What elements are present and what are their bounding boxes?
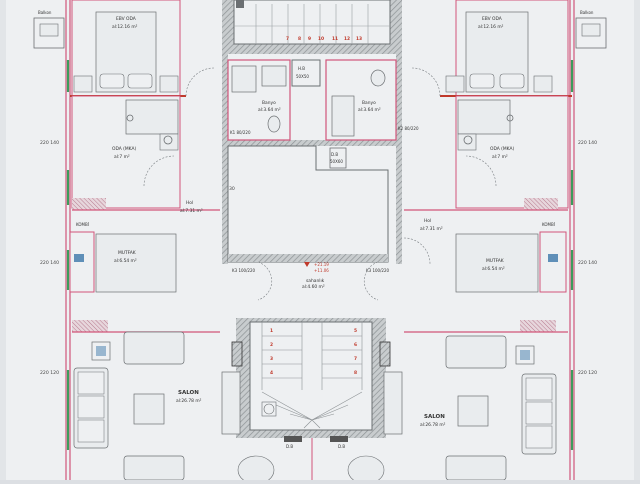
svg-text:7: 7 <box>354 356 357 362</box>
svg-text:+11.06: +11.06 <box>314 268 329 273</box>
svg-text:1: 1 <box>270 328 273 334</box>
svg-text:al:26.78 m²: al:26.78 m² <box>420 422 446 428</box>
svg-text:220 140: 220 140 <box>578 140 597 146</box>
svg-text:Hol: Hol <box>186 200 193 206</box>
svg-text:220 140: 220 140 <box>578 260 597 266</box>
svg-text:6: 6 <box>354 342 357 348</box>
svg-text:D.B: D.B <box>286 444 293 449</box>
svg-text:sahanlık: sahanlık <box>306 278 325 284</box>
svg-text:al:7.31 m²: al:7.31 m² <box>420 226 443 232</box>
svg-text:ODA (MKA): ODA (MKA) <box>112 146 136 152</box>
svg-text:4: 4 <box>270 370 273 376</box>
left-unit <box>33 0 275 484</box>
svg-text:al:7 m²: al:7 m² <box>114 154 130 160</box>
top-stair-numbers: 7 8 9 10 11 12 13 <box>286 36 362 42</box>
svg-text:10: 10 <box>318 36 324 42</box>
svg-text:al:7 m²: al:7 m² <box>492 154 508 160</box>
svg-text:al:12.16 m²: al:12.16 m² <box>478 24 504 30</box>
svg-text:8: 8 <box>354 370 357 376</box>
svg-text:50X60: 50X60 <box>330 159 343 164</box>
svg-text:al:6.54 m²: al:6.54 m² <box>482 266 505 272</box>
svg-text:al:12.16 m²: al:12.16 m² <box>112 24 138 30</box>
left-unit-labels: EBV ODA al:12.16 m² ODA (MKA) al:7 m² Ho… <box>38 10 203 404</box>
svg-text:220 120: 220 120 <box>40 370 59 376</box>
svg-text:al:7.31 m²: al:7.31 m² <box>180 208 203 214</box>
svg-text:al:26.78 m²: al:26.78 m² <box>176 398 202 404</box>
svg-text:EBV ODA: EBV ODA <box>482 16 502 22</box>
svg-text:13: 13 <box>356 36 362 42</box>
svg-text:D.B: D.B <box>331 152 338 157</box>
svg-text:3: 3 <box>270 356 273 362</box>
svg-text:Banyo: Banyo <box>262 100 276 106</box>
svg-text:al:3.64 m²: al:3.64 m² <box>358 107 381 113</box>
right-unit-labels: EBV ODA al:12.16 m² ODA (MKA) al:7 m² Ho… <box>420 10 597 428</box>
column-blocks <box>231 341 391 442</box>
stair-numbers: 1 2 3 4 5 6 7 8 <box>270 328 357 376</box>
svg-text:SALON: SALON <box>424 414 445 420</box>
dim-30: 30 <box>229 186 235 192</box>
stair-db-labels: D.B D.B <box>286 444 345 449</box>
circle-markers <box>126 114 514 145</box>
door-k3-left: K3 100/220 <box>232 268 256 273</box>
svg-text:KOMBİ: KOMBİ <box>76 222 89 227</box>
svg-text:H.B: H.B <box>298 66 305 71</box>
svg-text:D.B: D.B <box>338 444 345 449</box>
svg-text:2: 2 <box>270 342 273 348</box>
svg-text:EBV ODA: EBV ODA <box>116 16 136 22</box>
svg-text:MUTFAK: MUTFAK <box>118 250 136 256</box>
hb-shaft: H.B 50X50 <box>291 59 321 87</box>
bottom-staircase <box>236 318 386 438</box>
svg-text:Balkon: Balkon <box>38 10 52 15</box>
svg-text:Balkon: Balkon <box>580 10 594 15</box>
door-swings <box>185 67 441 265</box>
svg-text:+21.19: +21.19 <box>314 262 329 267</box>
svg-text:KOMBİ: KOMBİ <box>542 222 555 227</box>
svg-text:50X50: 50X50 <box>296 74 309 79</box>
svg-text:8: 8 <box>298 36 301 42</box>
left-bathroom: Banyo al:3.64 m² <box>227 59 291 141</box>
svg-text:7: 7 <box>286 36 289 42</box>
level-marker: +21.19 +11.06 <box>304 262 329 273</box>
top-stair-shaft <box>222 0 402 54</box>
door-k3-right: K3 100/220 <box>366 268 390 273</box>
svg-text:5: 5 <box>354 328 357 334</box>
svg-text:MUTFAK: MUTFAK <box>486 258 504 264</box>
svg-text:12: 12 <box>344 36 350 42</box>
svg-text:al:6.54 m²: al:6.54 m² <box>114 258 137 264</box>
svg-text:220 140: 220 140 <box>40 260 59 266</box>
svg-text:Hol: Hol <box>424 218 431 224</box>
svg-text:220 120: 220 120 <box>578 370 597 376</box>
svg-text:al:3.64 m²: al:3.64 m² <box>258 107 281 113</box>
svg-text:Banyo: Banyo <box>362 100 376 106</box>
svg-text:11: 11 <box>332 36 338 42</box>
right-unit <box>347 0 607 484</box>
svg-text:SALON: SALON <box>178 390 199 396</box>
svg-text:9: 9 <box>308 36 311 42</box>
door-k2-label: K2 80/220 <box>398 126 419 131</box>
svg-text:220 140: 220 140 <box>40 140 59 146</box>
db-shaft: D.B 50X60 <box>329 147 347 169</box>
window-marks <box>66 60 574 450</box>
landing-label: sahanlık al:4.60 m² <box>302 278 325 290</box>
door-k1-label: K1 80/220 <box>230 130 251 135</box>
svg-text:al:4.60 m²: al:4.60 m² <box>302 284 325 290</box>
core-walls <box>222 54 402 264</box>
svg-text:ODA (MKA): ODA (MKA) <box>490 146 514 152</box>
right-bathroom: Banyo al:3.64 m² <box>325 59 397 141</box>
landing-doors <box>257 261 379 301</box>
